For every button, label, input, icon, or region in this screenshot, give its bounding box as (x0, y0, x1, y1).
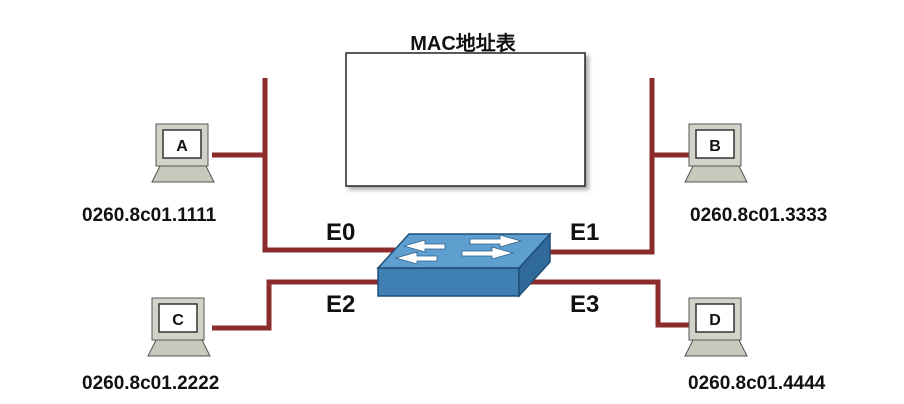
computer-icon (684, 297, 748, 357)
port-label-e0: E0 (326, 219, 355, 246)
cable-e3 (530, 279, 698, 328)
cables (212, 78, 698, 331)
mac-address-d: 0260.8c01.4444 (688, 373, 826, 394)
port-labels: E0 E1 E2 E3 (326, 219, 599, 318)
computer-icon (684, 123, 748, 183)
computer-a: A (151, 123, 215, 183)
mac-address-table (345, 52, 586, 187)
cable-e0 (262, 78, 395, 253)
computer-label-c: C (172, 312, 184, 329)
mac-table-title: MAC地址表 (410, 31, 517, 55)
switch-arrows-icon (394, 234, 523, 265)
port-label-e1: E1 (570, 219, 599, 246)
switch (376, 232, 552, 298)
computer-b: B (684, 123, 748, 183)
computer-icon (151, 123, 215, 183)
computer-label-d: D (709, 312, 721, 329)
cable-e1 (535, 78, 655, 255)
port-label-e2: E2 (326, 291, 355, 318)
port-label-e3: E3 (570, 291, 599, 318)
computer-c: C (147, 297, 211, 357)
mac-address-c: 0260.8c01.2222 (82, 373, 219, 394)
computer-icon (147, 297, 211, 357)
computer-d: D (684, 297, 748, 357)
switch-front (377, 267, 520, 297)
computer-label-a: A (176, 138, 188, 155)
mac-address-b: 0260.8c01.3333 (690, 205, 827, 226)
cable-e2 (212, 279, 385, 331)
mac-address-a: 0260.8c01.1111 (82, 205, 217, 226)
computer-label-b: B (709, 138, 721, 155)
